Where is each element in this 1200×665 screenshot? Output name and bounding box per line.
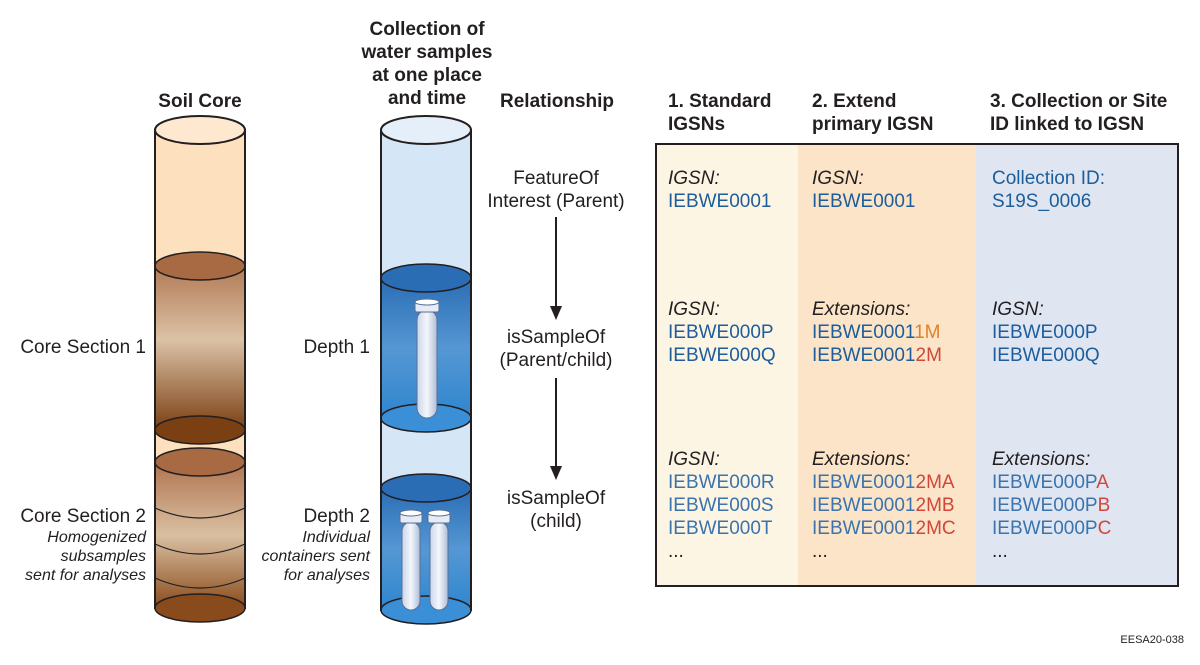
sample-vial-icon bbox=[414, 298, 440, 419]
collection-site-id-header: 3. Collection or Site ID linked to IGSN bbox=[990, 91, 1168, 135]
row2-col3-cell: IGSN: IEBWE000P IEBWE000Q bbox=[992, 299, 1100, 366]
water-samples-header: Collection of water samples at one place… bbox=[361, 19, 493, 109]
row2-col1-cell: IGSN: IEBWE000P IEBWE000Q bbox=[668, 299, 776, 366]
standard-igsns-header: 1. Standard IGSNs bbox=[668, 91, 772, 135]
extend-primary-igsn-header: 2. Extend primary IGSN bbox=[812, 91, 934, 135]
arrow-down-icon bbox=[550, 378, 562, 480]
sample-vial-icon bbox=[427, 509, 451, 611]
row1-col1-cell: IGSN: IEBWE0001 bbox=[668, 168, 772, 212]
relationship-is-sample-of-parent-child: isSampleOf (Parent/child) bbox=[499, 327, 613, 371]
depth-1-water bbox=[380, 263, 472, 433]
water-column-cylinder bbox=[380, 115, 472, 625]
core-section-1-label: Core Section 1 bbox=[20, 337, 146, 358]
soil-core-cylinder bbox=[154, 115, 246, 623]
figure-id: EESA20-038 bbox=[1120, 634, 1184, 646]
depth-2-water bbox=[380, 473, 472, 625]
row1-col2-cell: IGSN: IEBWE0001 bbox=[812, 168, 916, 212]
igsn-table-background bbox=[655, 143, 1179, 587]
row1-col3-cell: Collection ID: S19S_0006 bbox=[992, 168, 1105, 212]
core-section-1-segment bbox=[154, 251, 246, 445]
row3-col3-cell: Extensions: IEBWE000PA IEBWE000PB IEBWE0… bbox=[992, 449, 1112, 562]
relationship-header: Relationship bbox=[500, 91, 615, 112]
soil-core-header: Soil Core bbox=[158, 91, 242, 112]
row3-col2-cell: Extensions: IEBWE00012MA IEBWE00012MB IE… bbox=[812, 449, 956, 562]
depth-1-label: Depth 1 bbox=[303, 337, 370, 358]
core-section-2-label: Core Section 2 Homogenized subsamples se… bbox=[0, 505, 146, 585]
row2-col2-cell: Extensions: IEBWE00011M IEBWE00012M bbox=[812, 299, 942, 366]
core-section-2-segment bbox=[154, 447, 246, 623]
row3-col1-cell: IGSN: IEBWE000R IEBWE000S IEBWE000T ... bbox=[668, 449, 775, 562]
core-section-2-note: Homogenized subsamples sent for analyses bbox=[25, 529, 146, 584]
relationship-feature-of-interest: FeatureOf Interest (Parent) bbox=[487, 168, 625, 212]
sample-vial-icon bbox=[399, 509, 423, 611]
relationship-is-sample-of-child: isSampleOf (child) bbox=[506, 488, 606, 532]
arrow-down-icon bbox=[550, 217, 562, 320]
depth-2-note: Individual containers sent for analyses bbox=[261, 529, 370, 584]
depth-2-label: Depth 2 Individual containers sent for a… bbox=[250, 505, 370, 585]
